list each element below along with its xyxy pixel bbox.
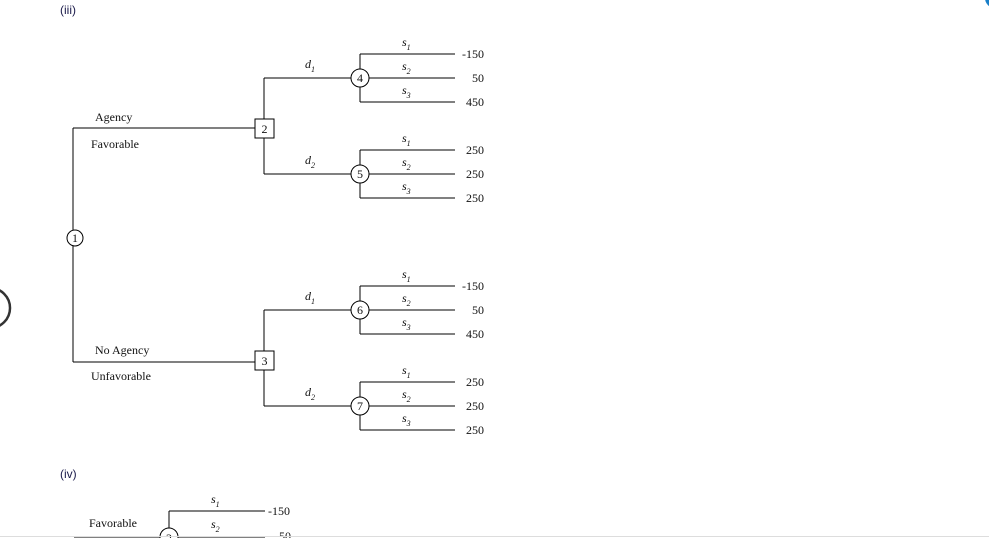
node-label: 6 [357,303,363,317]
node-label: 1 [72,231,78,245]
payoff: 250 [466,375,484,389]
state-label: s2 [402,59,411,76]
payoff: 250 [466,399,484,413]
decision-label-d2: d2 [305,153,315,170]
payoff: -150 [268,504,290,518]
state-label: s2 [211,517,220,534]
state-label: s1 [402,131,411,148]
state-label: s2 [402,155,411,172]
node-label: 5 [357,167,363,181]
payoff: -150 [462,47,484,61]
payoff: 50 [472,303,484,317]
payoff: 450 [466,327,484,341]
chance-node [350,68,370,88]
decision-label-d1: d1 [305,57,315,74]
label-favorable: Favorable [91,137,139,151]
label-unfavorable: Unfavorable [91,369,151,383]
payoff: 450 [466,95,484,109]
chance-node-1 [66,229,84,247]
label-agency: Agency [95,110,132,124]
label-favorable-iv: Favorable [89,516,137,530]
section-label-iii: (iii) [60,3,76,17]
decision-label-d2: d2 [305,385,315,402]
section-label-iv: (iv) [60,467,77,481]
state-label: s3 [402,411,411,428]
payoff: 50 [472,71,484,85]
state-label: s3 [402,315,411,332]
payoff: 250 [466,191,484,205]
payoff: 250 [466,167,484,181]
node-label: 2 [166,531,172,538]
decision-label-d1: d1 [305,289,315,306]
label-no-agency: No Agency [95,343,149,357]
accent-circle-icon[interactable] [985,0,989,8]
node-label: 3 [262,354,268,368]
state-label: s3 [402,83,411,100]
state-label: s2 [402,291,411,308]
state-label: s1 [402,35,411,52]
state-label: s1 [402,267,411,284]
state-label: s3 [402,179,411,196]
node-label: 2 [262,122,268,136]
scroll-circle-icon[interactable] [0,288,12,328]
state-label: s2 [402,387,411,404]
payoff: 250 [466,143,484,157]
node-label: 7 [357,399,363,413]
state-label: s1 [211,492,220,509]
chance-node [350,164,370,184]
node-label: 4 [357,71,363,85]
chance-node [350,300,370,320]
payoff: 250 [466,423,484,437]
payoff: 50 [279,529,291,538]
payoff: -150 [462,279,484,293]
state-label: s1 [402,363,411,380]
chance-node [350,396,370,416]
